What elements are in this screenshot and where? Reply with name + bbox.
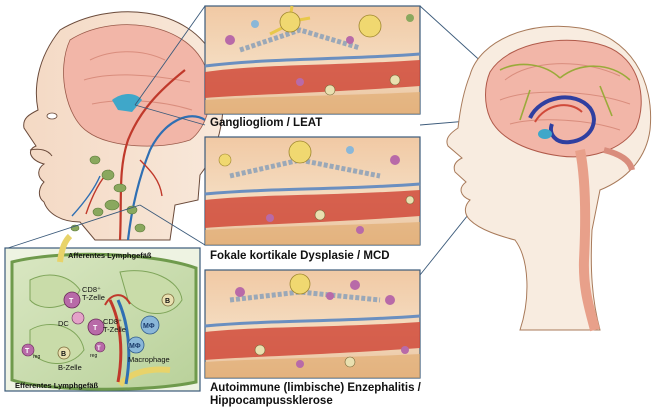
tcell-label-b: T-Zelle bbox=[103, 325, 126, 334]
treg-label-b: T bbox=[97, 346, 101, 352]
mphi-label-b: MΦ bbox=[129, 343, 141, 350]
caption-encephalitis-line2: Hippocampussklerose bbox=[210, 395, 333, 408]
caption-gangliogliom: Gangliogliom / LEAT bbox=[210, 117, 322, 130]
afferent-label: Afferentes Lymphgefäß bbox=[68, 251, 152, 260]
dc-cell bbox=[72, 312, 84, 324]
macrophage-label: Macrophage bbox=[128, 355, 170, 364]
mphi-label-a: MΦ bbox=[143, 323, 155, 330]
t-letter-a: T bbox=[69, 298, 74, 305]
b-letter-a: B bbox=[61, 351, 66, 358]
treg-sub-b: reg bbox=[90, 353, 97, 359]
left-head bbox=[24, 12, 223, 240]
treg-label-a: T bbox=[25, 348, 30, 355]
panel-encephalitis bbox=[205, 270, 420, 378]
b-letter-b: B bbox=[165, 298, 170, 305]
dc-label: DC bbox=[58, 319, 69, 328]
tcell-label-a: T-Zelle bbox=[82, 293, 105, 302]
caption-fcd: Fokale kortikale Dysplasie / MCD bbox=[210, 250, 390, 263]
treg-sub-a: reg bbox=[33, 354, 40, 360]
right-head bbox=[447, 26, 651, 330]
panel-fcd bbox=[205, 137, 420, 245]
panel-gangliogliom bbox=[205, 6, 420, 114]
efferent-label: Efferentes Lymphgefäß bbox=[15, 381, 98, 390]
bcell-label: B-Zelle bbox=[58, 363, 82, 372]
t-letter-b: T bbox=[93, 325, 98, 332]
caption-encephalitis-line1: Autoimmune (limbische) Enzephalitis / bbox=[210, 382, 421, 395]
